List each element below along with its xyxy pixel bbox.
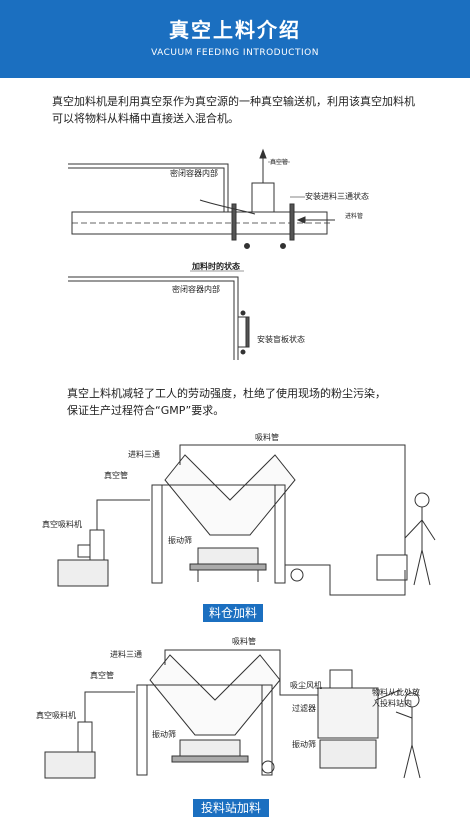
caption-silo-feeding: 料仓加料 xyxy=(203,604,263,622)
pipe-diagram-blind xyxy=(68,276,250,360)
page-subtitle: VACUUM FEEDING INTRODUCTION xyxy=(151,48,319,58)
fig2-label-suction: 吸料管 xyxy=(232,636,256,646)
benefit-line-2: 保证生产过程符合“GMP”要求。 xyxy=(67,404,225,417)
fig2-label-vacuum-pipe: 真空管 xyxy=(90,670,114,680)
pipe-diagram-feeding xyxy=(68,148,335,249)
page-title: 真空上料介绍 xyxy=(169,18,301,42)
fig2-label-machine: 真空吸料机 xyxy=(36,710,76,720)
fig2-label-note-1: 物料从此处放 xyxy=(372,687,420,697)
fig2-label-dust-fan: 吸尘风机 xyxy=(290,680,322,690)
benefit-paragraph: 真空上料机减轻了工人的劳动强度，杜绝了使用现场的粉尘污染， 保证生产过程符合“G… xyxy=(67,385,427,419)
label-three-way-state: 安装进料三通状态 xyxy=(305,191,369,201)
fig2-label-filter: 过滤器 xyxy=(292,703,316,713)
figure-station-feeding xyxy=(44,649,421,779)
fig2-label-three-way: 进料三通 xyxy=(110,649,142,659)
benefit-line-1: 真空上料机减轻了工人的劳动强度，杜绝了使用现场的粉尘污染， xyxy=(67,387,386,400)
fig1-label-screen: 振动筛 xyxy=(168,535,192,545)
intro-paragraph: 真空加料机是利用真空泵作为真空源的一种真空输送机，利用该真空加料机 可以将物料从… xyxy=(52,93,432,127)
fig2-label-note-2: 入投料站内 xyxy=(372,698,412,708)
fig2-label-screen: 振动筛 xyxy=(152,729,176,739)
fig1-label-suction: 吸料管 xyxy=(255,432,279,442)
label-inner-container: 密闭容器内部 xyxy=(170,168,218,178)
fig1-label-three-way: 进料三通 xyxy=(128,449,160,459)
fig2-label-screen-2: 振动筛 xyxy=(292,739,316,749)
label-feeding-state: 加料时的状态 xyxy=(191,261,240,271)
intro-line-2: 可以将物料从料桶中直接送入混合机。 xyxy=(52,112,239,125)
label-vacuum-pipe: 真空管 xyxy=(270,158,288,166)
figure-silo-feeding xyxy=(57,444,436,596)
label-feed-pipe: 进料管 xyxy=(345,212,363,220)
fig1-label-vacuum-pipe: 真空管 xyxy=(104,470,128,480)
intro-line-1: 真空加料机是利用真空泵作为真空源的一种真空输送机，利用该真空加料机 xyxy=(52,95,415,108)
label-blind-state: 安装盲板状态 xyxy=(257,334,305,344)
fig1-label-machine: 真空吸料机 xyxy=(42,519,82,529)
label-inner-container-2: 密闭容器内部 xyxy=(172,284,220,294)
page-header: 真空上料介绍 VACUUM FEEDING INTRODUCTION xyxy=(0,0,470,78)
caption-station-feeding: 投料站加料 xyxy=(193,799,269,817)
